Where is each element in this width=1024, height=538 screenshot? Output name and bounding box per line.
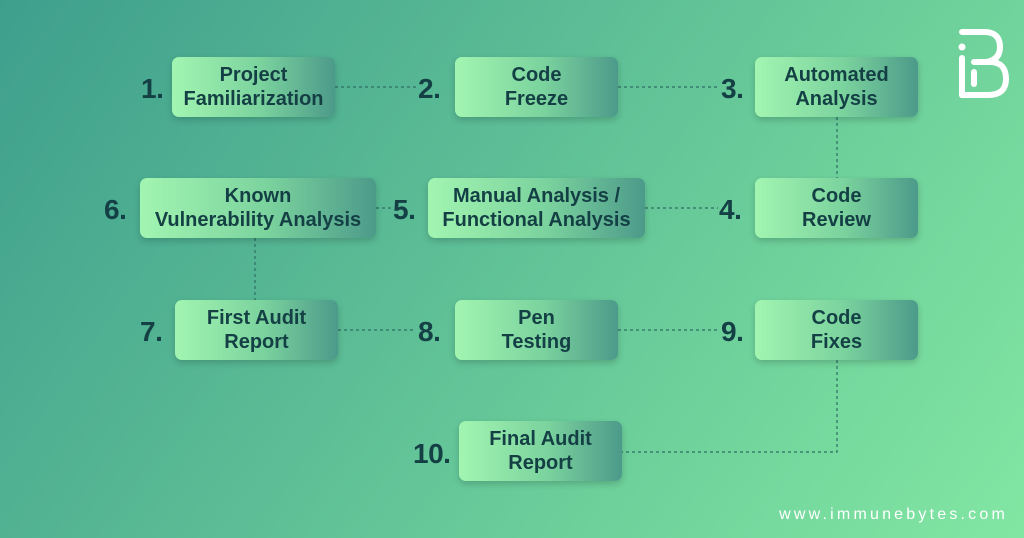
step-2-line1: Code: [511, 64, 562, 86]
connector-9-10: [622, 360, 838, 453]
step-6-box: Known Vulnerability Analysis: [140, 178, 376, 238]
step-7-box: First Audit Report: [175, 300, 338, 360]
step-10-box: Final Audit Report: [459, 421, 622, 481]
step-3-box: Automated Analysis: [755, 57, 918, 117]
step-1-number: 1.: [141, 73, 164, 104]
step-9-line1: Code: [811, 307, 862, 329]
step-2-line2: Freeze: [504, 88, 569, 110]
step-4-line2: Review: [802, 209, 871, 231]
step-9-number: 9.: [721, 316, 744, 347]
step-3-line1: Automated: [784, 64, 889, 86]
step-8-line2: Testing: [501, 331, 572, 353]
step-2-box: Code Freeze: [455, 57, 618, 117]
step-4-box: Code Review: [755, 178, 918, 238]
step-3-line2: Analysis: [795, 88, 878, 110]
step-9-box: Code Fixes: [755, 300, 918, 360]
step-5-number: 5.: [393, 194, 416, 225]
step-2-number: 2.: [418, 73, 441, 104]
step-6-line1: Known: [224, 185, 292, 207]
immunebytes-logo-icon: [958, 29, 1009, 98]
step-1-line2: Familiarization: [183, 88, 324, 110]
step-5-box: Manual Analysis / Functional Analysis: [428, 178, 645, 238]
step-10-number: 10.: [413, 438, 451, 469]
website-url: www.immunebytes.com: [779, 506, 1008, 523]
step-7-number: 7.: [140, 316, 163, 347]
step-8-box: Pen Testing: [455, 300, 618, 360]
step-5-line2: Functional Analysis: [442, 209, 631, 231]
step-1-line1: Project: [219, 64, 288, 86]
step-6-line2: Vulnerability Analysis: [154, 209, 362, 231]
step-8-line1: Pen: [518, 307, 555, 329]
step-9-line2: Fixes: [810, 331, 863, 353]
step-6-number: 6.: [104, 194, 127, 225]
step-7-line2: Report: [224, 331, 289, 353]
step-10-line1: Final Audit: [489, 428, 592, 450]
step-4-number: 4.: [719, 194, 742, 225]
step-5-line1: Manual Analysis /: [452, 185, 621, 207]
step-4-line1: Code: [811, 185, 862, 207]
step-1-box: Project Familiarization: [172, 57, 335, 117]
step-8-number: 8.: [418, 316, 441, 347]
step-10-line2: Report: [508, 452, 573, 474]
step-7-line1: First Audit: [206, 307, 307, 329]
step-3-number: 3.: [721, 73, 744, 104]
